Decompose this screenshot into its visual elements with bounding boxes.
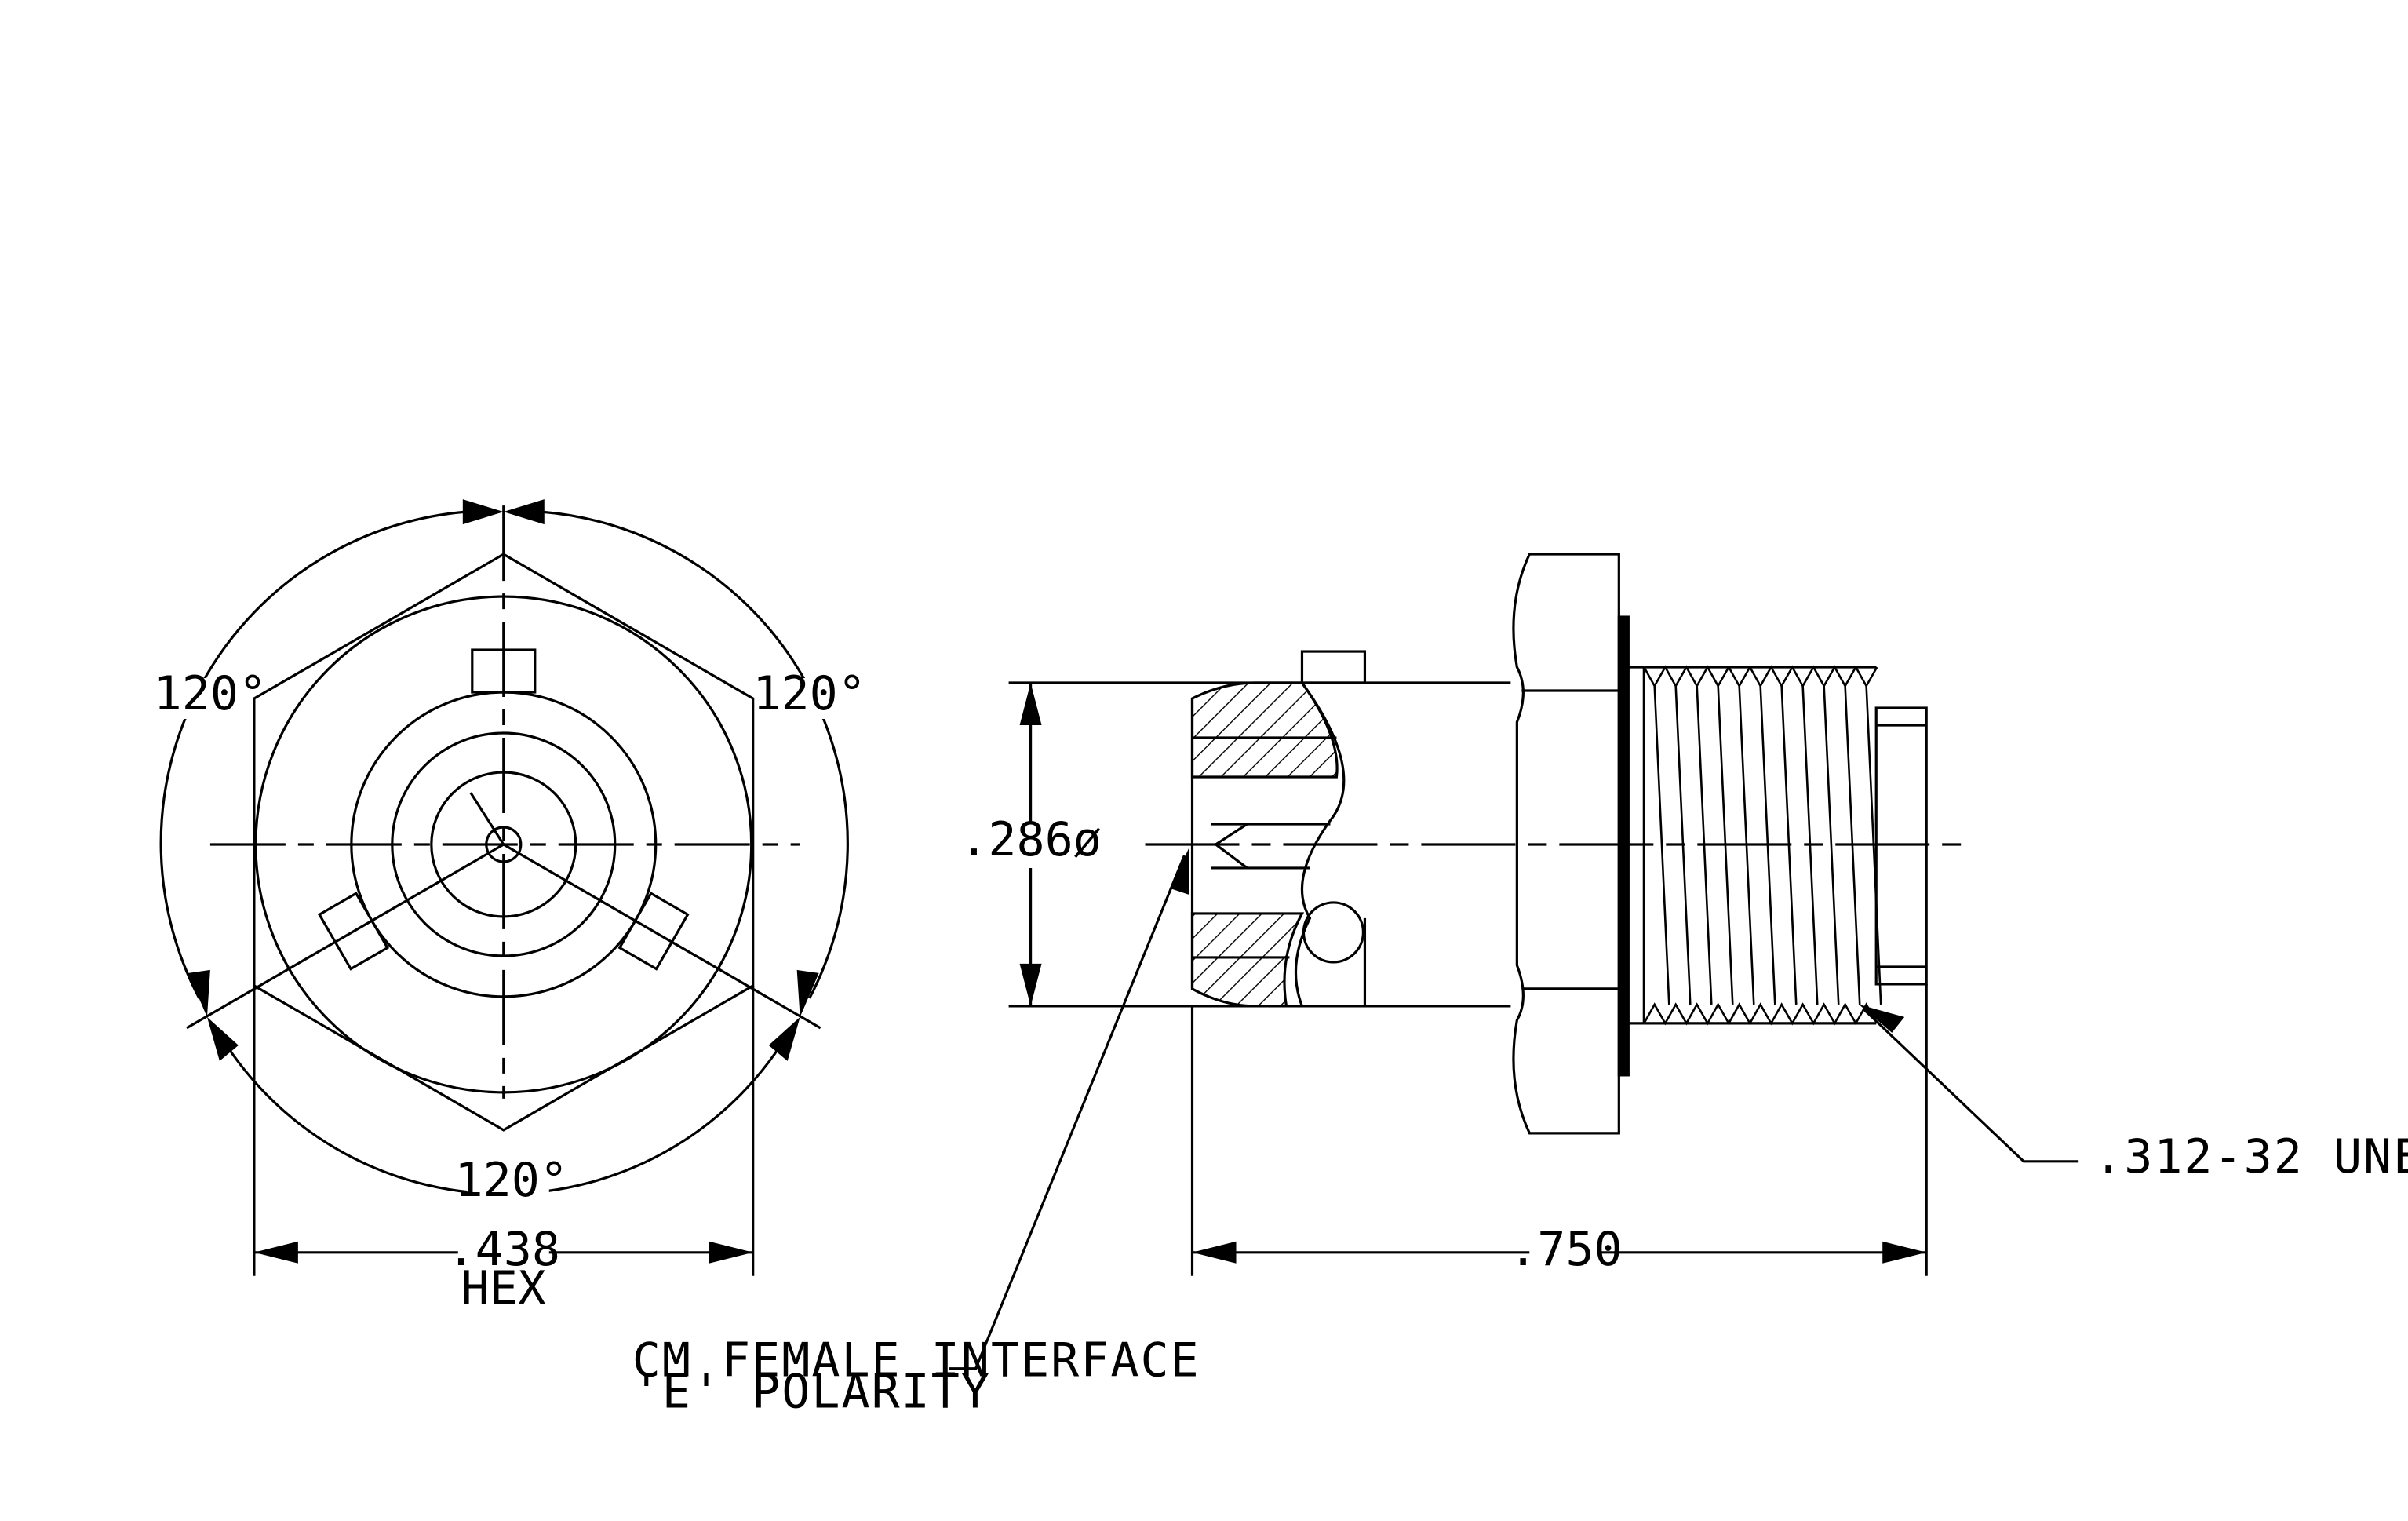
hex-outline <box>253 553 755 1132</box>
cutaway-hatch-bottom <box>1190 912 1305 1008</box>
interface-note-line2: 'E' POLARITY <box>632 1365 991 1420</box>
hex-dim-value: .438 <box>447 1222 560 1277</box>
angle-label-left: 120° <box>154 666 267 721</box>
thread-crests <box>1643 665 1882 1026</box>
diameter-dim-label: .286ø <box>960 812 1102 867</box>
angle-label-bottom: 120° <box>455 1153 568 1208</box>
side-view <box>949 553 2079 1370</box>
radial-tick-left-top <box>469 792 505 845</box>
bayonet-lug-top <box>471 648 537 694</box>
cutaway-hatch-top <box>1190 681 1339 779</box>
thread-line <box>1823 685 1840 1005</box>
thread-line <box>1780 685 1798 1005</box>
hex-nut <box>1512 553 1620 1135</box>
thread-line <box>1865 685 1882 1005</box>
bayonet-stud <box>1302 901 1365 964</box>
thread-line <box>1844 685 1861 1005</box>
radial-line-left <box>186 843 505 1030</box>
bayonet-lug-left <box>317 892 390 971</box>
angle-label-right: 120° <box>752 666 865 721</box>
angle-arc-right <box>541 510 849 999</box>
angle-arc-left <box>159 510 466 999</box>
front-arrowheads <box>188 499 819 1264</box>
polarity-key <box>1300 650 1367 684</box>
thread-line <box>1738 685 1755 1005</box>
interface-leader <box>949 855 1186 1370</box>
interface-note-line1: CM FEMALE INTERFACE <box>632 1333 1200 1388</box>
break-line <box>1294 682 1346 1007</box>
pilot-nose <box>1874 706 1928 986</box>
thread-leader <box>1863 1008 2079 1163</box>
thread-line <box>1696 685 1713 1005</box>
bayonet-lug-right <box>617 892 690 971</box>
side-arrowheads <box>1019 683 1927 1264</box>
length-dim-label: .750 <box>1509 1222 1622 1277</box>
thread-profile <box>1643 665 1878 688</box>
thread-line <box>1653 685 1670 1005</box>
thread-line <box>1759 685 1776 1005</box>
contact-tip <box>1213 823 1248 870</box>
thread-callout: .312-32 UNEF-2A <box>2094 1129 2408 1184</box>
thread-profile <box>1643 1002 1878 1026</box>
thread-line <box>1674 685 1692 1005</box>
gasket <box>1617 615 1630 1077</box>
hex-dim-label: HEX <box>461 1261 546 1316</box>
radial-line-right <box>502 843 821 1030</box>
thread-line <box>1717 685 1734 1005</box>
thread-line <box>1801 685 1819 1005</box>
